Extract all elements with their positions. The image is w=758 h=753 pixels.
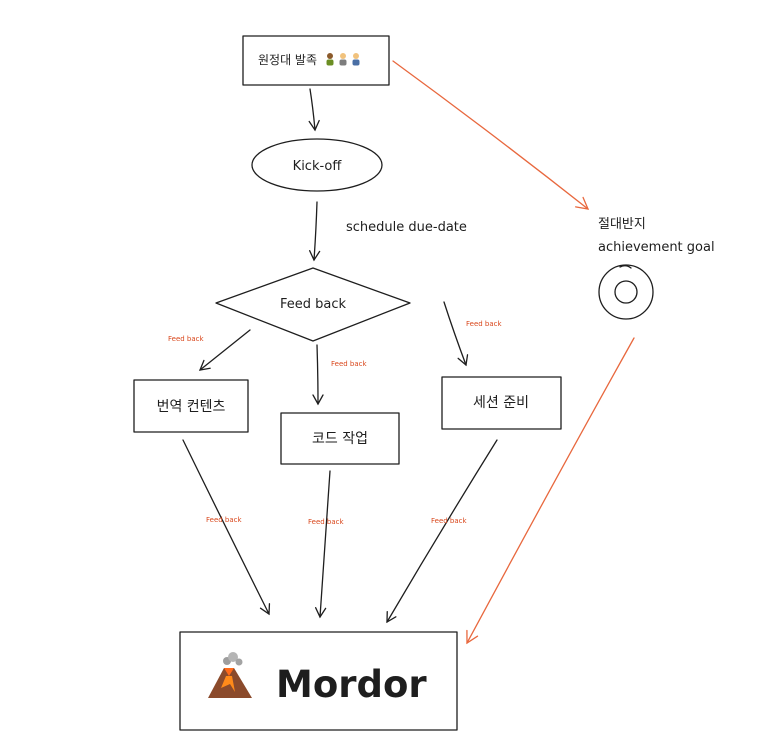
arrow-start-to-goal [392, 60, 590, 210]
arrow-kickoff-to-decision [309, 201, 321, 262]
start-node[interactable]: 원정대 발족 [242, 35, 390, 86]
arrow-decision-to-code [312, 344, 324, 406]
ring-icon [598, 264, 654, 320]
arrow-start-to-kickoff [308, 88, 320, 132]
mordor-label: Mordor [276, 663, 427, 706]
session-node[interactable]: 세션 준비 [441, 376, 562, 430]
goal-node[interactable]: 절대반지 achievement goal [598, 217, 715, 320]
goal-english-label: achievement goal [598, 240, 715, 255]
feedback-label-code: Feed back [331, 360, 368, 368]
code-node-label: 코드 작업 [312, 431, 368, 447]
start-node-label: 원정대 발족 [258, 53, 317, 67]
kickoff-node[interactable]: Kick-off [251, 138, 383, 192]
arrow-session-to-mordor [386, 439, 498, 624]
feedback-label-translation-mordor: Feed back [206, 516, 243, 524]
feedback-decision-node[interactable]: Feed back [215, 267, 411, 342]
arrow-code-to-mordor [314, 470, 331, 619]
schedule-label: schedule due-date [346, 220, 467, 235]
people-emoji-icons [326, 53, 360, 66]
arrow-translation-to-mordor [182, 439, 271, 616]
mordor-node[interactable]: Mordor [179, 631, 458, 731]
session-node-label: 세션 준비 [473, 395, 529, 411]
feedback-label-session-mordor: Feed back [431, 517, 468, 525]
code-node[interactable]: 코드 작업 [280, 412, 400, 465]
feedback-label-code-mordor: Feed back [308, 518, 345, 526]
translation-node[interactable]: 번역 컨텐츠 [133, 379, 249, 433]
feedback-decision-label: Feed back [280, 297, 347, 312]
kickoff-node-label: Kick-off [293, 159, 343, 174]
volcano-icon [208, 652, 252, 698]
feedback-label-translation: Feed back [168, 335, 205, 343]
translation-node-label: 번역 컨텐츠 [157, 399, 226, 415]
arrow-goal-to-mordor [466, 337, 635, 645]
arrow-decision-to-translation [198, 329, 251, 371]
feedback-label-session: Feed back [466, 320, 503, 328]
arrow-decision-to-session [443, 301, 469, 367]
goal-korean-label: 절대반지 [598, 217, 646, 232]
